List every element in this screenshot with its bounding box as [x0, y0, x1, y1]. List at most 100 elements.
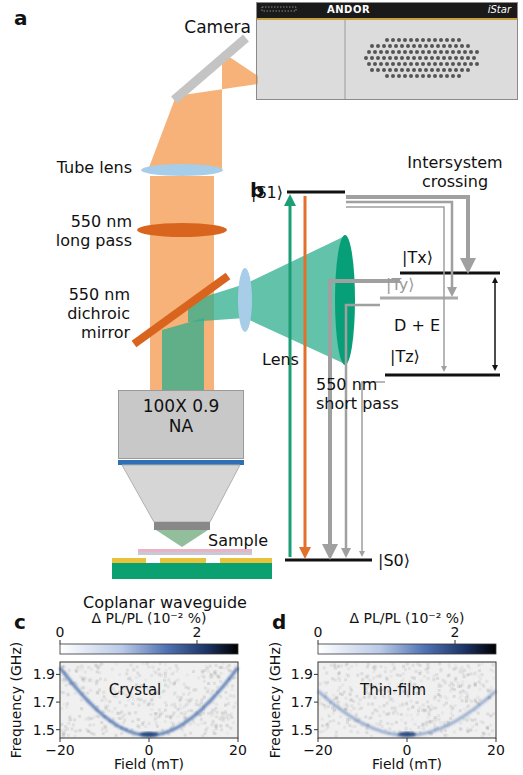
vent-dot	[451, 50, 455, 54]
noise-pixel	[448, 684, 451, 687]
noise-pixel	[178, 721, 181, 724]
noise-pixel	[467, 704, 470, 707]
noise-pixel	[417, 726, 420, 729]
noise-pixel	[163, 679, 166, 682]
noise-pixel	[415, 670, 418, 673]
component-label: Sample	[208, 531, 268, 550]
noise-pixel	[224, 704, 227, 707]
noise-pixel	[170, 703, 173, 706]
camera-label: Camera	[184, 17, 251, 37]
vent-dot	[403, 74, 407, 78]
noise-pixel	[319, 702, 322, 705]
noise-pixel	[422, 704, 425, 707]
noise-pixel	[398, 730, 401, 733]
mirror	[174, 38, 246, 100]
excitation-arrow	[289, 200, 292, 557]
noise-pixel	[334, 697, 337, 700]
noise-pixel	[467, 673, 470, 676]
noise-pixel	[173, 683, 176, 686]
noise-pixel	[164, 663, 167, 666]
noise-pixel	[323, 667, 326, 670]
vent-dot	[460, 56, 464, 60]
vent-dot	[415, 50, 419, 54]
noise-pixel	[197, 676, 200, 679]
noise-pixel	[478, 698, 481, 701]
noise-pixel	[209, 676, 212, 679]
noise-pixel	[74, 692, 77, 695]
noise-pixel	[396, 674, 399, 677]
noise-pixel	[65, 706, 68, 709]
noise-pixel	[433, 716, 436, 719]
vent-dot	[421, 38, 425, 42]
vent-dot	[397, 38, 401, 42]
noise-pixel	[446, 734, 449, 737]
objective-label: 100X 0.9 NA	[118, 396, 244, 437]
noise-pixel	[80, 699, 83, 702]
tick-label: 1.7	[291, 694, 313, 711]
noise-pixel	[325, 692, 328, 695]
noise-pixel	[438, 718, 441, 721]
noise-pixel	[490, 687, 493, 690]
noise-pixel	[477, 664, 480, 667]
noise-pixel	[339, 692, 342, 695]
noise-pixel	[428, 713, 431, 716]
noise-pixel	[461, 699, 464, 702]
noise-pixel	[425, 724, 428, 727]
noise-pixel	[202, 675, 205, 678]
noise-pixel	[233, 706, 236, 709]
noise-pixel	[131, 720, 134, 723]
noise-pixel	[322, 730, 325, 733]
noise-pixel	[142, 662, 145, 665]
noise-pixel	[459, 697, 462, 700]
noise-pixel	[96, 715, 99, 718]
noise-pixel	[146, 662, 149, 665]
noise-pixel	[93, 716, 96, 719]
noise-pixel	[353, 707, 356, 710]
noise-pixel	[491, 729, 494, 732]
noise-pixel	[459, 727, 462, 730]
noise-pixel	[451, 714, 454, 717]
noise-pixel	[98, 671, 101, 674]
noise-pixel	[100, 721, 103, 724]
noise-pixel	[449, 717, 452, 720]
dichroic-mirror	[134, 276, 228, 344]
noise-pixel	[87, 666, 90, 669]
noise-pixel	[172, 671, 175, 674]
noise-pixel	[434, 716, 437, 719]
noise-pixel	[159, 713, 162, 716]
noise-pixel	[486, 726, 489, 729]
noise-pixel	[184, 711, 187, 714]
noise-pixel	[101, 699, 104, 702]
noise-pixel	[135, 676, 138, 679]
noise-pixel	[216, 711, 219, 714]
noise-pixel	[364, 716, 367, 719]
vent-dot	[382, 44, 386, 48]
noise-pixel	[321, 724, 324, 727]
noise-pixel	[104, 726, 107, 729]
noise-pixel	[234, 702, 237, 705]
noise-pixel	[376, 675, 379, 678]
noise-pixel	[96, 692, 99, 695]
noise-pixel	[213, 682, 216, 685]
noise-pixel	[350, 665, 353, 668]
noise-pixel	[132, 668, 135, 671]
noise-pixel	[468, 667, 471, 670]
vent-dot	[433, 62, 437, 66]
noise-pixel	[214, 707, 217, 710]
noise-pixel	[177, 715, 180, 718]
noise-pixel	[481, 662, 484, 665]
noise-pixel	[350, 730, 353, 733]
vent-dot	[400, 44, 404, 48]
vent-dot	[403, 38, 407, 42]
noise-pixel	[203, 695, 206, 698]
noise-pixel	[125, 672, 128, 675]
noise-pixel	[434, 707, 437, 710]
noise-pixel	[332, 712, 335, 715]
noise-pixel	[192, 719, 195, 722]
noise-pixel	[103, 695, 106, 698]
noise-pixel	[172, 712, 175, 715]
noise-pixel	[102, 732, 105, 735]
noise-pixel	[416, 713, 419, 716]
noise-pixel	[371, 703, 374, 706]
noise-pixel	[326, 723, 329, 726]
